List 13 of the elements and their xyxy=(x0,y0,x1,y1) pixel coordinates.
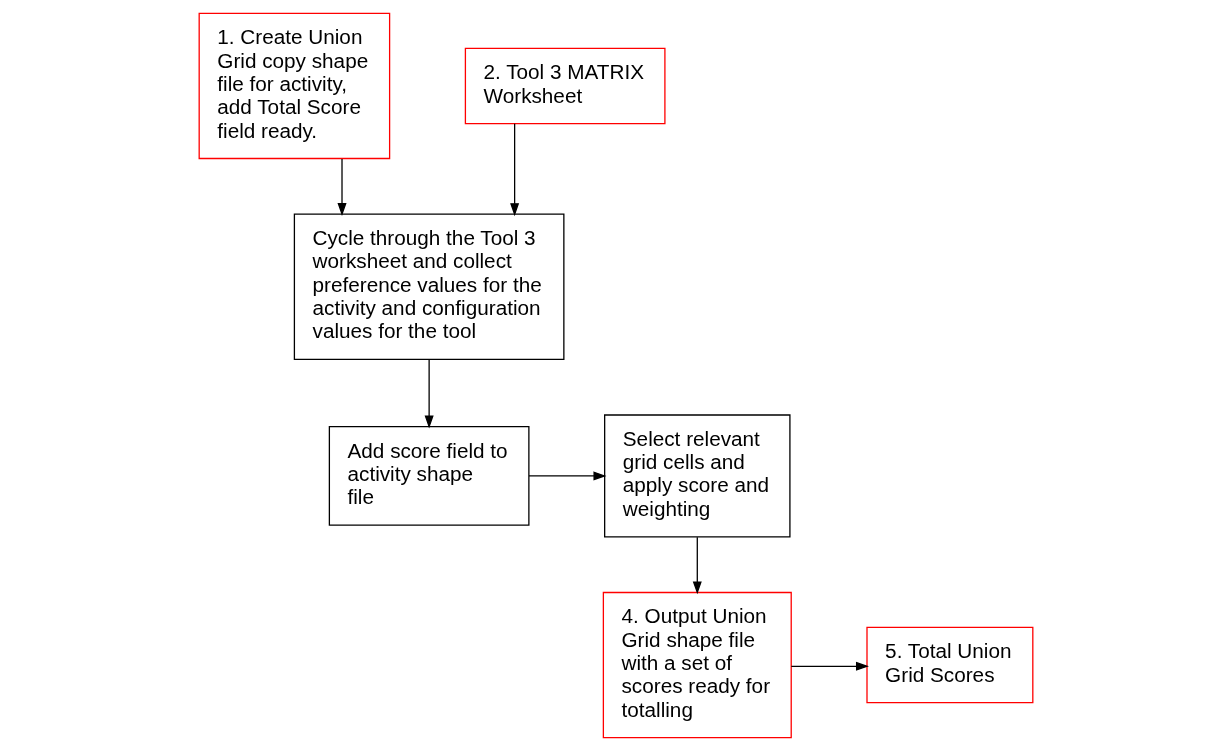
arrow xyxy=(528,471,607,481)
arrow xyxy=(510,123,520,217)
node-box: Select relevant grid cells and apply score and weighting xyxy=(604,414,791,538)
node-box: Cycle through the Tool 3 worksheet and collect preference values for the activity and configuration values for the tool xyxy=(293,213,565,360)
node-box: Add score field to activity shape file xyxy=(328,426,530,526)
arrow xyxy=(337,158,347,217)
arrow xyxy=(790,661,869,671)
node-box: 5. Total Union Grid Scores xyxy=(866,626,1034,704)
node-box: 4. Output Union Grid shape file with a set of scores ready for totalling xyxy=(602,591,792,739)
node-box: 1. Create Union Grid copy shape file for activity, add Total Score field ready. xyxy=(198,12,391,160)
arrow xyxy=(692,536,702,595)
arrow xyxy=(424,358,434,429)
node-box: 2. Tool 3 MATRIX Worksheet xyxy=(464,47,666,125)
